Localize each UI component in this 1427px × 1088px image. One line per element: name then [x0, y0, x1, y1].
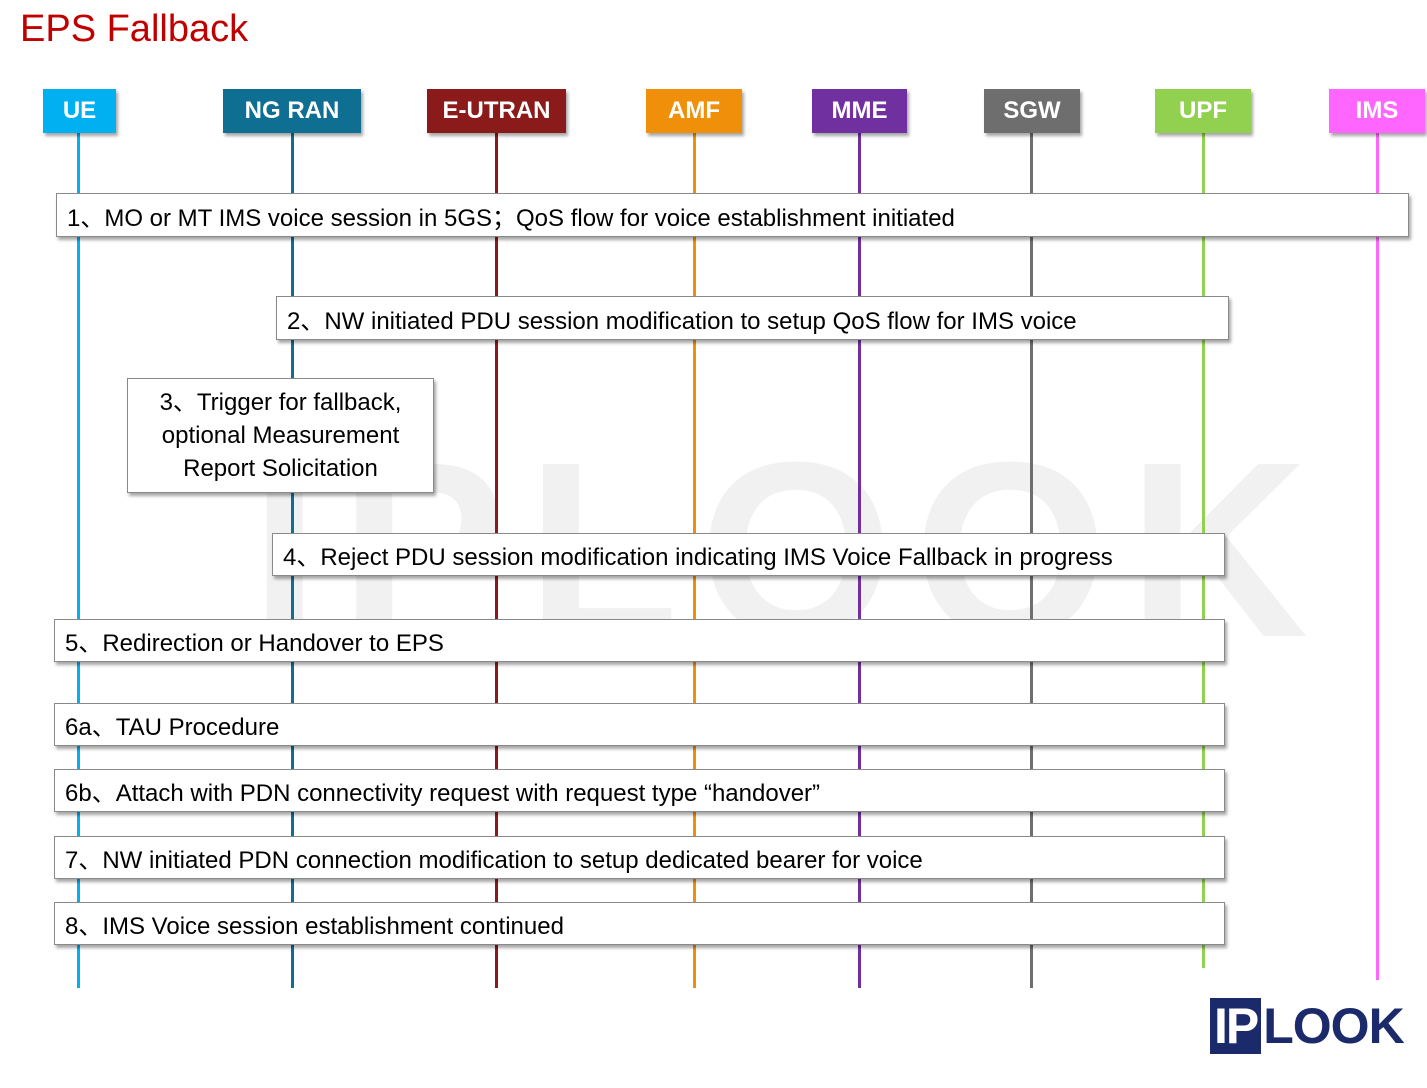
- step-6b-box: 6b、Attach with PDN connectivity request …: [54, 769, 1225, 812]
- page-title: EPS Fallback: [20, 8, 249, 50]
- entity-ims: IMS: [1329, 89, 1425, 133]
- entity-mme: MME: [812, 89, 907, 133]
- logo-look-text: LOOK: [1263, 998, 1404, 1054]
- entity-e-utran: E-UTRAN: [427, 89, 566, 133]
- iplook-logo: IP LOOK: [1210, 998, 1405, 1054]
- entity-ue: UE: [43, 89, 116, 133]
- step-3-line-2: optional Measurement: [161, 422, 400, 449]
- step-7-box: 7、NW initiated PDN connection modificati…: [54, 836, 1225, 879]
- logo-ip-box: IP: [1210, 998, 1262, 1054]
- step-3-line-3: Report Solicitation: [183, 455, 378, 482]
- lifeline-ue: [77, 132, 80, 988]
- lifeline-ims: [1376, 132, 1379, 980]
- entity-sgw: SGW: [984, 89, 1080, 133]
- step-1-box: 1、MO or MT IMS voice session in 5GS；QoS …: [56, 193, 1409, 237]
- entity-ng-ran: NG RAN: [223, 89, 361, 133]
- step-6a-box: 6a、TAU Procedure: [54, 703, 1225, 746]
- step-8-box: 8、IMS Voice session establishment contin…: [54, 902, 1225, 945]
- entity-upf: UPF: [1155, 89, 1251, 133]
- entity-amf: AMF: [646, 89, 742, 133]
- step-4-box: 4、Reject PDU session modification indica…: [272, 533, 1225, 576]
- step-2-box: 2、NW initiated PDU session modification …: [276, 296, 1229, 340]
- step-3-line-1: 3、Trigger for fallback,: [159, 389, 402, 416]
- step-3-box: 3、Trigger for fallback, optional Measure…: [127, 378, 434, 493]
- step-5-box: 5、Redirection or Handover to EPS: [54, 619, 1225, 662]
